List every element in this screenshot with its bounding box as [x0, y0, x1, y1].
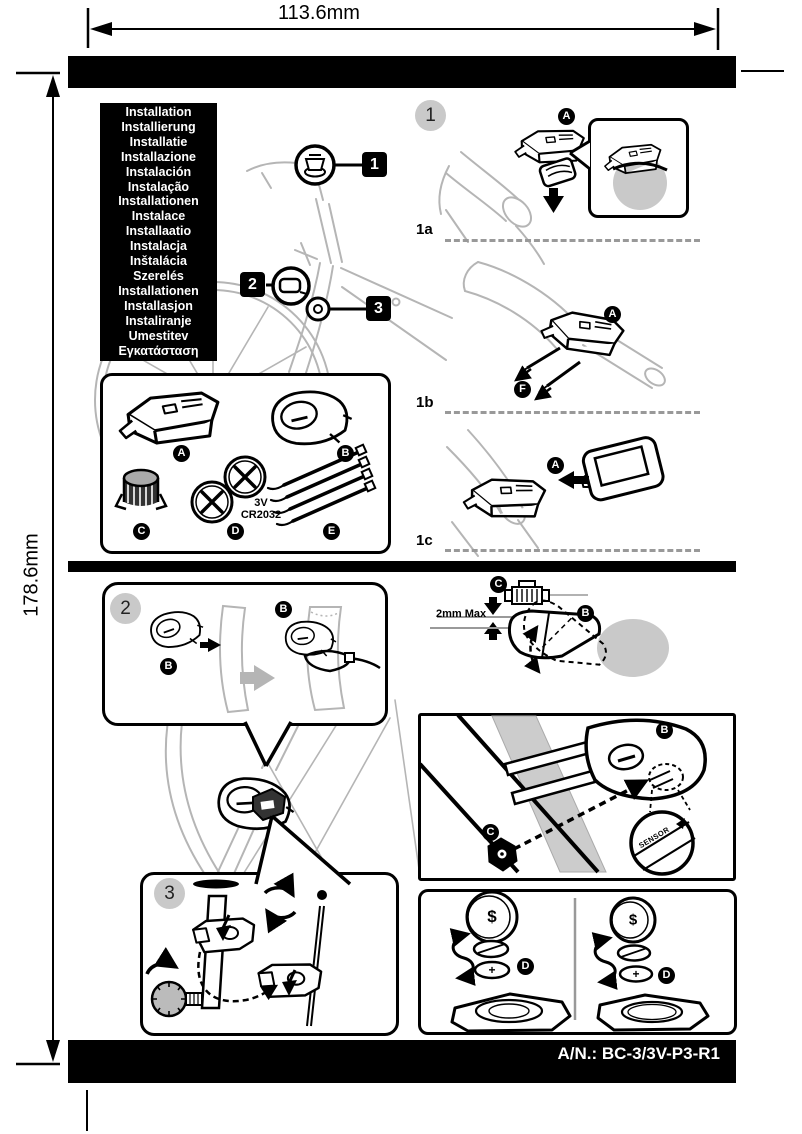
- substep-divider-1b: [445, 411, 700, 414]
- handlebar-sketch-1b: [462, 261, 666, 389]
- part-badge-d: D: [517, 958, 534, 975]
- language-item: Installatie: [129, 134, 188, 149]
- step2-bubble-tail: [243, 721, 293, 767]
- part-badge-b: B: [275, 601, 292, 618]
- gap-max-label: 2mm Max: [436, 608, 487, 620]
- part-badge-b: B: [656, 722, 673, 739]
- language-item: Instalacja: [130, 239, 187, 254]
- battery-voltage-label: 3V: [254, 497, 268, 509]
- language-item: Installationen: [118, 194, 199, 209]
- language-item: Inštalácia: [130, 254, 187, 269]
- language-item: Installaatio: [125, 224, 192, 239]
- part-badge-d: D: [658, 967, 675, 984]
- footer-part-number: A/N.: BC-3/3V-P3-R1: [557, 1044, 720, 1063]
- battery-polarity-symbol: +: [488, 963, 496, 977]
- header-bar: [68, 56, 736, 88]
- language-item: Szerelés: [133, 268, 184, 283]
- dimension-arrow-top: [86, 8, 720, 50]
- battery-box: [418, 889, 737, 1035]
- part-badge-c: C: [490, 576, 507, 593]
- part-badge-e: E: [323, 523, 340, 540]
- battery-model-label: CR2032: [240, 509, 282, 521]
- gap-detail-illustration: [430, 580, 669, 677]
- language-item: Instalação: [127, 179, 190, 194]
- bike-callout-2: [266, 266, 311, 306]
- part-badge-b: B: [160, 658, 177, 675]
- callout-marker-1: 1: [362, 152, 387, 177]
- bracket-detail-box: [588, 118, 689, 218]
- battery-polarity-symbol: +: [632, 967, 640, 981]
- footer-bar: A/N.: BC-3/3V-P3-R1: [68, 1040, 736, 1083]
- callout-marker-2: 2: [240, 272, 265, 297]
- section-divider-bar: [68, 561, 736, 572]
- language-item: Installationen: [118, 283, 199, 298]
- part-badge-f: F: [514, 381, 531, 398]
- part-badge-a: A: [547, 457, 564, 474]
- step-number-1: 1: [415, 100, 446, 131]
- callout-marker-3: 3: [366, 296, 391, 321]
- part-badge-c: C: [133, 523, 150, 540]
- height-dimension-label: 178.6mm: [20, 533, 43, 617]
- part-badge-c: C: [482, 824, 499, 841]
- bike-callout-1: [294, 144, 362, 186]
- part-badge-d: D: [227, 523, 244, 540]
- part-badge-b: B: [577, 605, 594, 622]
- language-item: Instalace: [131, 209, 186, 224]
- language-item: Instaliranje: [125, 313, 192, 328]
- language-item: Installasjon: [124, 298, 193, 313]
- step-number-2: 2: [110, 593, 141, 624]
- substep-label-1b: 1b: [416, 394, 434, 411]
- sensor-alignment-box: [418, 713, 736, 881]
- language-item: Installazione: [120, 149, 197, 164]
- mounted-sensor-sketch: [213, 772, 300, 837]
- width-dimension-label: 113.6mm: [278, 2, 360, 24]
- language-item: Εγκατάσταση: [118, 343, 199, 358]
- substep-divider-1c: [445, 549, 700, 552]
- substep-label-1c: 1c: [416, 532, 433, 549]
- step1c-illustration: [461, 436, 665, 525]
- language-item: Instalación: [125, 164, 192, 179]
- language-item: Installierung: [121, 119, 196, 134]
- step1a-illustration: [513, 124, 586, 213]
- part-badge-a: A: [558, 108, 575, 125]
- step-2-box: [102, 582, 388, 726]
- handlebar-sketch-1c: [446, 429, 539, 557]
- language-item: Umestitev: [128, 328, 189, 343]
- coin-symbol: $: [628, 911, 638, 929]
- bike-callout-3: [305, 296, 366, 322]
- part-badge-a: A: [604, 306, 621, 323]
- step-number-3: 3: [154, 878, 185, 909]
- substep-divider-1a: [445, 239, 700, 242]
- handlebar-sketch-1a: [438, 151, 545, 265]
- part-badge-a: A: [173, 445, 190, 462]
- substep-label-1a: 1a: [416, 221, 433, 238]
- coin-symbol: $: [487, 907, 497, 926]
- language-item: Installation: [125, 105, 192, 119]
- part-badge-b: B: [337, 445, 354, 462]
- language-list: Installation Installierung Installatie I…: [100, 103, 217, 361]
